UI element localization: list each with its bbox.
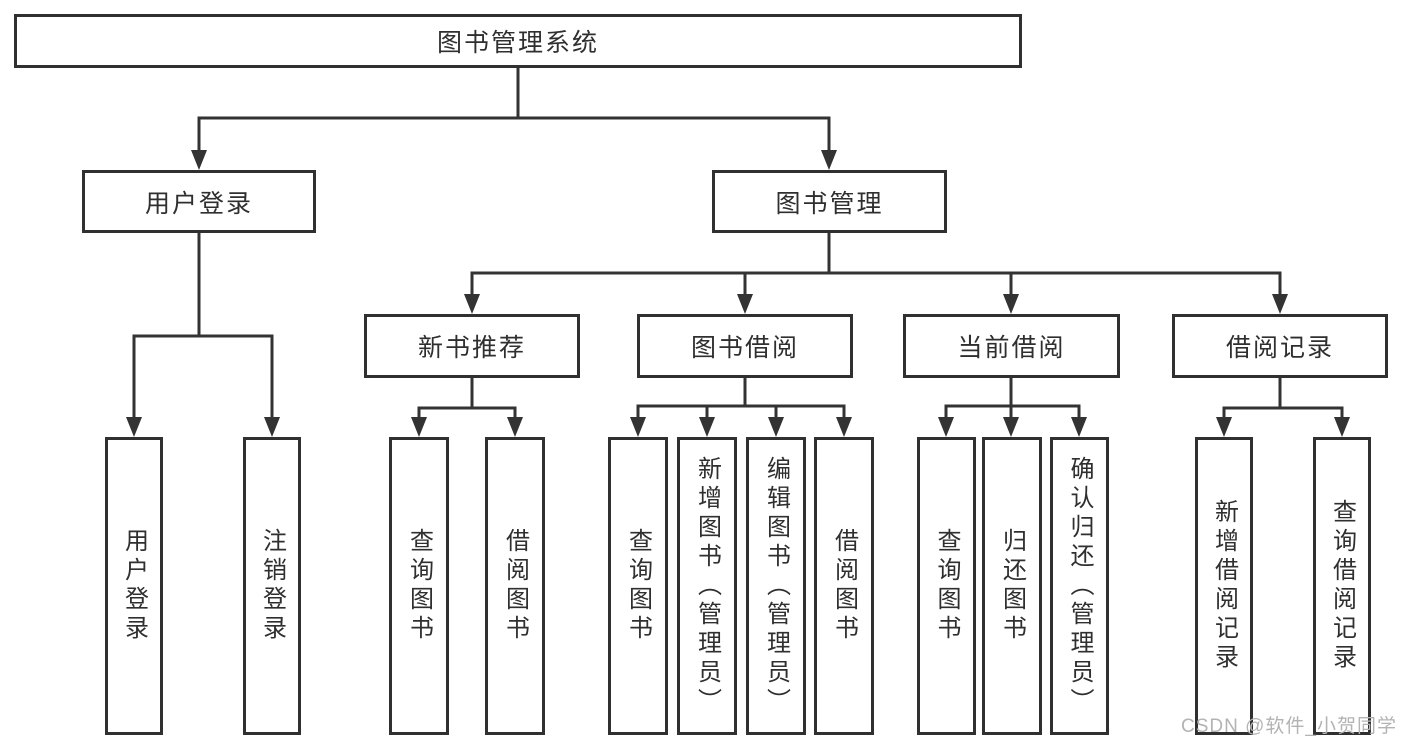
node-new-book-recommend: 新书推荐 [364,314,580,378]
leaf-confirm-return-admin: 确认归还（管理员） [1050,437,1109,735]
leaf-add-borrow-record: 新增借阅记录 [1195,437,1253,735]
node-user-login: 用户登录 [82,170,316,233]
leaf-add-book-admin: 新增图书（管理员） [677,437,737,735]
leaf-edit-book-admin: 编辑图书（管理员） [746,437,806,735]
arrowheads [126,150,1350,437]
leaf-user-login: 用户登录 [105,437,163,735]
leaf-return-books: 归还图书 [982,437,1042,735]
node-book-management: 图书管理 [712,170,947,233]
leaf-borrow-books-borrowing: 借阅图书 [814,437,874,735]
leaf-query-books-current: 查询图书 [917,437,976,735]
node-current-borrowing: 当前借阅 [903,314,1120,378]
leaf-query-books-recommend: 查询图书 [389,437,449,735]
node-root: 图书管理系统 [14,14,1022,68]
watermark-text: CSDN @软件_小贺同学 [1181,716,1397,737]
leaf-logout: 注销登录 [243,437,301,735]
leaf-borrow-books-recommend: 借阅图书 [485,437,545,735]
node-borrowing-records: 借阅记录 [1172,314,1388,378]
leaf-query-books-borrowing: 查询图书 [608,437,668,735]
node-book-borrowing: 图书借阅 [637,314,853,378]
leaf-query-borrow-record: 查询借阅记录 [1313,437,1371,735]
